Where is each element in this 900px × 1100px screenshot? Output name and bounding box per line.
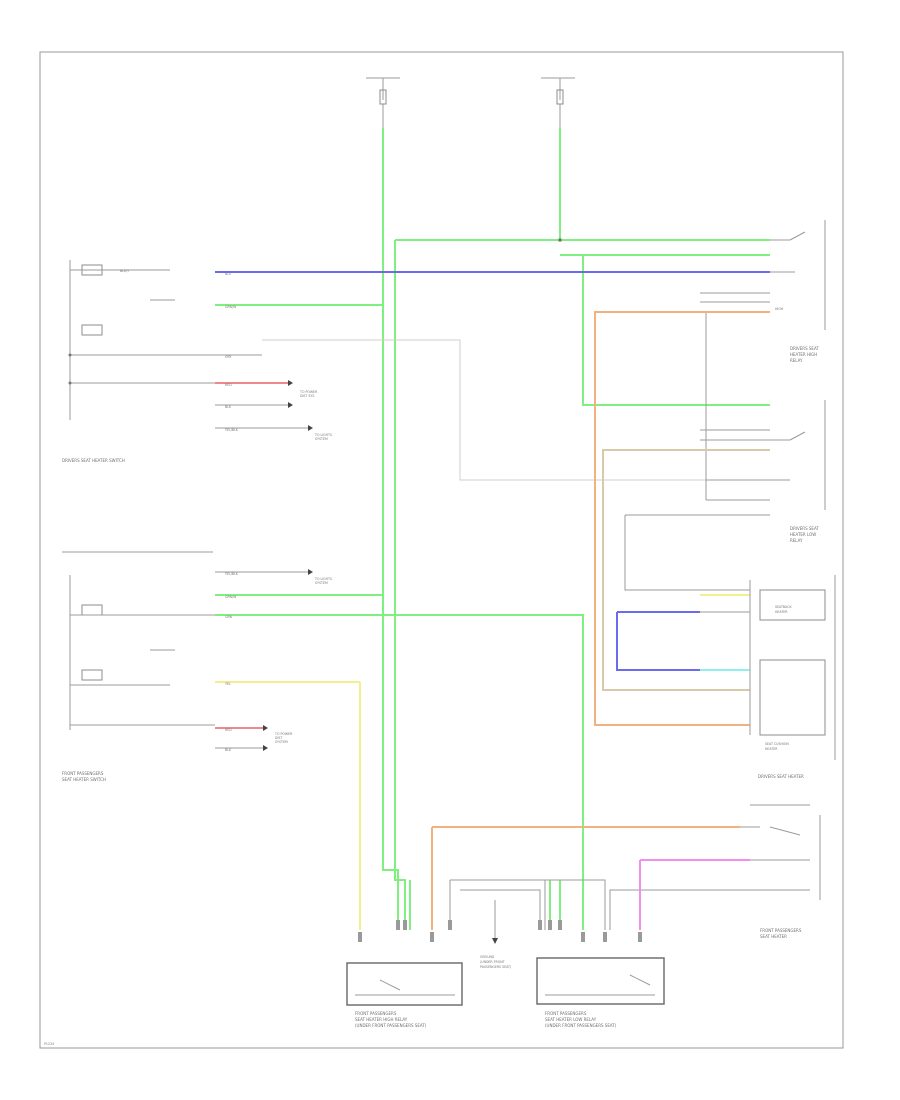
diagram-frame [39, 51, 844, 1049]
svg-text:HEATER: HEATER [765, 747, 778, 751]
drivers-seat-heater-switch-label: DRIVERS SEAT HEATER SWITCH [62, 458, 125, 463]
drivers-seat-heater-switch: BLK/Y BLU GRN/W GRY RED BLK YEL/BLK TO P… [62, 260, 332, 463]
svg-text:SEAT CUSHION: SEAT CUSHION [765, 742, 789, 746]
svg-text:TO POWER: TO POWER [274, 732, 293, 736]
drivers-seat-heater: SEATBACK HEATER SEAT CUSHION HEATER DRIV… [749, 575, 836, 779]
drivers-seat-heater-low-relay: DRIVERS SEAT HEATER LOW RELAY [625, 312, 826, 543]
svg-text:RELAY: RELAY [790, 358, 803, 363]
svg-text:YEL/BLK: YEL/BLK [225, 572, 239, 576]
center-ground: GROUND (UNDER FRONT PASSENGERS SEAT) [449, 879, 606, 969]
front-passengers-heater-relay-right: FRONT PASSENGERS SEAT HEATER LOW RELAY (… [536, 957, 665, 1028]
svg-text:SEAT HEATER LOW RELAY: SEAT HEATER LOW RELAY [545, 1017, 597, 1022]
connector-pins [358, 920, 642, 942]
svg-text:GRY: GRY [225, 355, 231, 359]
svg-text:DIST SYS: DIST SYS [300, 394, 314, 398]
front-passengers-heater-relay-left: FRONT PASSENGERS SEAT HEATER HIGH RELAY … [346, 962, 463, 1028]
svg-text:SYSTEM: SYSTEM [315, 437, 328, 441]
front-passengers-seat-heater: FRONT PASSENGERS SEAT HEATER [432, 804, 821, 939]
drivers-seat-heater-high-relay: HIGH DRIVERS SEAT HEATER HIGH RELAY [700, 220, 826, 363]
svg-text:SYSTEM: SYSTEM [315, 581, 328, 585]
svg-text:RELAY: RELAY [790, 538, 803, 543]
svg-text:TO LIGHTS: TO LIGHTS [314, 433, 332, 437]
fuse-feed-right [541, 77, 575, 240]
svg-text:PASSENGERS SEAT): PASSENGERS SEAT) [480, 965, 511, 969]
svg-text:GRN: GRN [225, 615, 233, 619]
svg-text:BLU: BLU [225, 272, 232, 276]
svg-text:HEATER HIGH: HEATER HIGH [790, 352, 817, 357]
svg-text:HIGH: HIGH [775, 307, 784, 311]
svg-text:HEATER LOW: HEATER LOW [790, 532, 816, 537]
svg-text:TO POWER: TO POWER [299, 390, 318, 394]
svg-text:RED: RED [225, 383, 232, 387]
svg-text:YEL: YEL [225, 682, 231, 686]
svg-text:SEAT HEATER SWITCH: SEAT HEATER SWITCH [62, 777, 106, 782]
svg-text:BLK: BLK [225, 748, 232, 752]
drivers-seat-heater-label: DRIVERS SEAT HEATER [758, 774, 804, 779]
svg-text:TO LIGHTS: TO LIGHTS [314, 577, 332, 581]
svg-text:RED: RED [225, 728, 232, 732]
svg-text:GROUND: GROUND [480, 955, 495, 959]
svg-text:GRN/W: GRN/W [225, 595, 237, 599]
svg-text:SEAT HEATER: SEAT HEATER [760, 934, 787, 939]
svg-text:BLK: BLK [225, 405, 232, 409]
svg-text:FRONT PASSENGERS: FRONT PASSENGERS [545, 1011, 587, 1016]
svg-text:DRIVERS SEAT: DRIVERS SEAT [790, 346, 819, 351]
svg-text:HEATER: HEATER [775, 610, 788, 614]
svg-text:(UNDER FRONT: (UNDER FRONT [480, 960, 505, 964]
svg-text:SYSTEM: SYSTEM [275, 740, 288, 744]
svg-text:DIST: DIST [275, 736, 282, 740]
front-passengers-seat-heater-switch-label: FRONT PASSENGERS [62, 771, 104, 776]
svg-text:GRN/W: GRN/W [225, 305, 237, 309]
svg-text:SEATBACK: SEATBACK [775, 605, 792, 609]
svg-text:(UNDER FRONT PASSENGERS SEAT): (UNDER FRONT PASSENGERS SEAT) [355, 1023, 427, 1028]
svg-text:(UNDER FRONT PASSENGERS SEAT): (UNDER FRONT PASSENGERS SEAT) [545, 1023, 617, 1028]
drivers-switch-pin-a: BLK/Y [120, 269, 129, 273]
fuse-feed-left [366, 77, 400, 218]
svg-text:YEL/BLK: YEL/BLK [225, 428, 239, 432]
front-passengers-seat-heater-switch: YEL/BLK GRN/W GRN YEL RED BLK TO POWER D… [62, 551, 361, 930]
front-passengers-seat-heater-label: FRONT PASSENGERS [760, 928, 802, 933]
svg-text:DRIVERS SEAT: DRIVERS SEAT [790, 526, 819, 531]
footer-code: P1234 [44, 1042, 54, 1046]
svg-text:FRONT PASSENGERS: FRONT PASSENGERS [355, 1011, 397, 1016]
svg-text:SEAT HEATER HIGH RELAY: SEAT HEATER HIGH RELAY [355, 1017, 408, 1022]
